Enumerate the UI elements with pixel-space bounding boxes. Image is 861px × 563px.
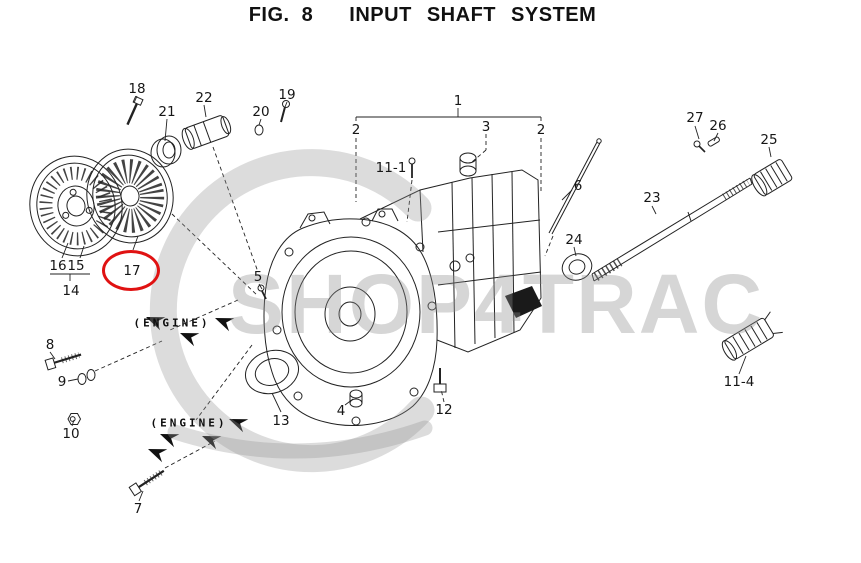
part-label-6: 6	[573, 178, 583, 194]
engine-arrow-icon	[148, 449, 168, 463]
bolt-18-drawing	[126, 95, 144, 126]
engine-arrows	[146, 317, 249, 463]
bolt-11-1-drawing	[408, 157, 416, 178]
figure-title: FIG. 8 INPUT SHAFT SYSTEM	[0, 4, 845, 27]
part-label-14: 14	[62, 283, 80, 299]
fasteners-drawing	[44, 352, 165, 497]
part-label-5: 5	[253, 269, 263, 285]
part-label-9: 9	[57, 374, 67, 390]
part-label-8: 8	[45, 337, 55, 353]
part-label-16: 16	[49, 258, 67, 274]
highlight-circle-part-17	[102, 250, 160, 291]
part-label-25: 25	[760, 132, 778, 148]
part-label-7: 7	[133, 501, 143, 517]
figure-name: INPUT SHAFT SYSTEM	[349, 4, 597, 26]
engine-arrow-icon	[229, 419, 249, 433]
plug-4-drawing	[349, 389, 363, 408]
leader-lines	[49, 95, 772, 502]
bolt-5-drawing	[257, 284, 267, 300]
part-label-27: 27	[686, 110, 704, 126]
washer-20-drawing	[254, 124, 264, 136]
coupling-11-4-drawing	[721, 311, 783, 361]
part-label-2b: 2	[536, 122, 546, 138]
pin-26-drawing	[707, 136, 720, 147]
part-label-12: 12	[435, 402, 453, 418]
bolt-7-drawing	[128, 469, 165, 497]
part-label-22: 22	[195, 90, 213, 106]
part-label-15: 15	[67, 258, 85, 274]
part-label-19: 19	[278, 87, 296, 103]
part-label-17: 17	[123, 263, 141, 279]
nut-10-drawing	[67, 413, 82, 425]
engine-arrow-icon	[160, 434, 180, 448]
bearing-24-drawing	[561, 253, 593, 281]
rod-6-drawing	[548, 138, 602, 235]
bolt-27-drawing	[693, 140, 706, 153]
engine-arrow-icon	[180, 333, 200, 347]
engine-label-lower: (ENGINE)	[150, 416, 228, 430]
part-label-11-1: 11-1	[375, 160, 407, 176]
bolt-8-drawing	[44, 352, 82, 371]
clutch-disc-drawing	[29, 155, 123, 257]
input-shaft-drawing	[591, 177, 753, 282]
part-label-11-4: 11-4	[723, 374, 755, 390]
engine-arrow-icon	[146, 317, 166, 331]
part-label-1: 1	[453, 93, 463, 109]
housing-boss-block	[505, 286, 542, 318]
clutch-assembly-drawing	[29, 95, 290, 257]
release-bearing-drawing	[150, 135, 182, 168]
bearing-sleeve-drawing	[181, 115, 232, 150]
oil-seal-drawing	[245, 349, 299, 395]
part-label-20: 20	[252, 104, 270, 120]
part-label-10: 10	[62, 426, 80, 442]
coupling-25-drawing	[751, 159, 793, 197]
engine-arrow-icon	[215, 318, 235, 332]
part-label-3: 3	[481, 119, 491, 135]
bushing-3-drawing	[459, 152, 477, 177]
engine-label-upper: (ENGINE)	[133, 316, 211, 330]
part-label-26: 26	[709, 118, 727, 134]
part-label-24: 24	[565, 232, 583, 248]
pressure-plate-drawing	[86, 148, 174, 244]
washers-9-drawing	[77, 369, 96, 385]
part-label-18: 18	[128, 81, 146, 97]
transmission-housing-drawing	[245, 152, 542, 426]
bolt-19-drawing	[280, 100, 290, 123]
part-label-2a: 2	[351, 122, 361, 138]
part-label-4: 4	[336, 403, 346, 419]
part-label-13: 13	[272, 413, 290, 429]
bolt-12-drawing	[433, 368, 447, 393]
shaft-section-drawing	[548, 136, 793, 361]
engine-arrow-icon	[202, 436, 222, 450]
figure-number: FIG. 8	[248, 4, 314, 26]
part-label-23: 23	[643, 190, 661, 206]
part-label-21: 21	[158, 104, 176, 120]
watermark-logo-swoosh	[149, 149, 435, 473]
